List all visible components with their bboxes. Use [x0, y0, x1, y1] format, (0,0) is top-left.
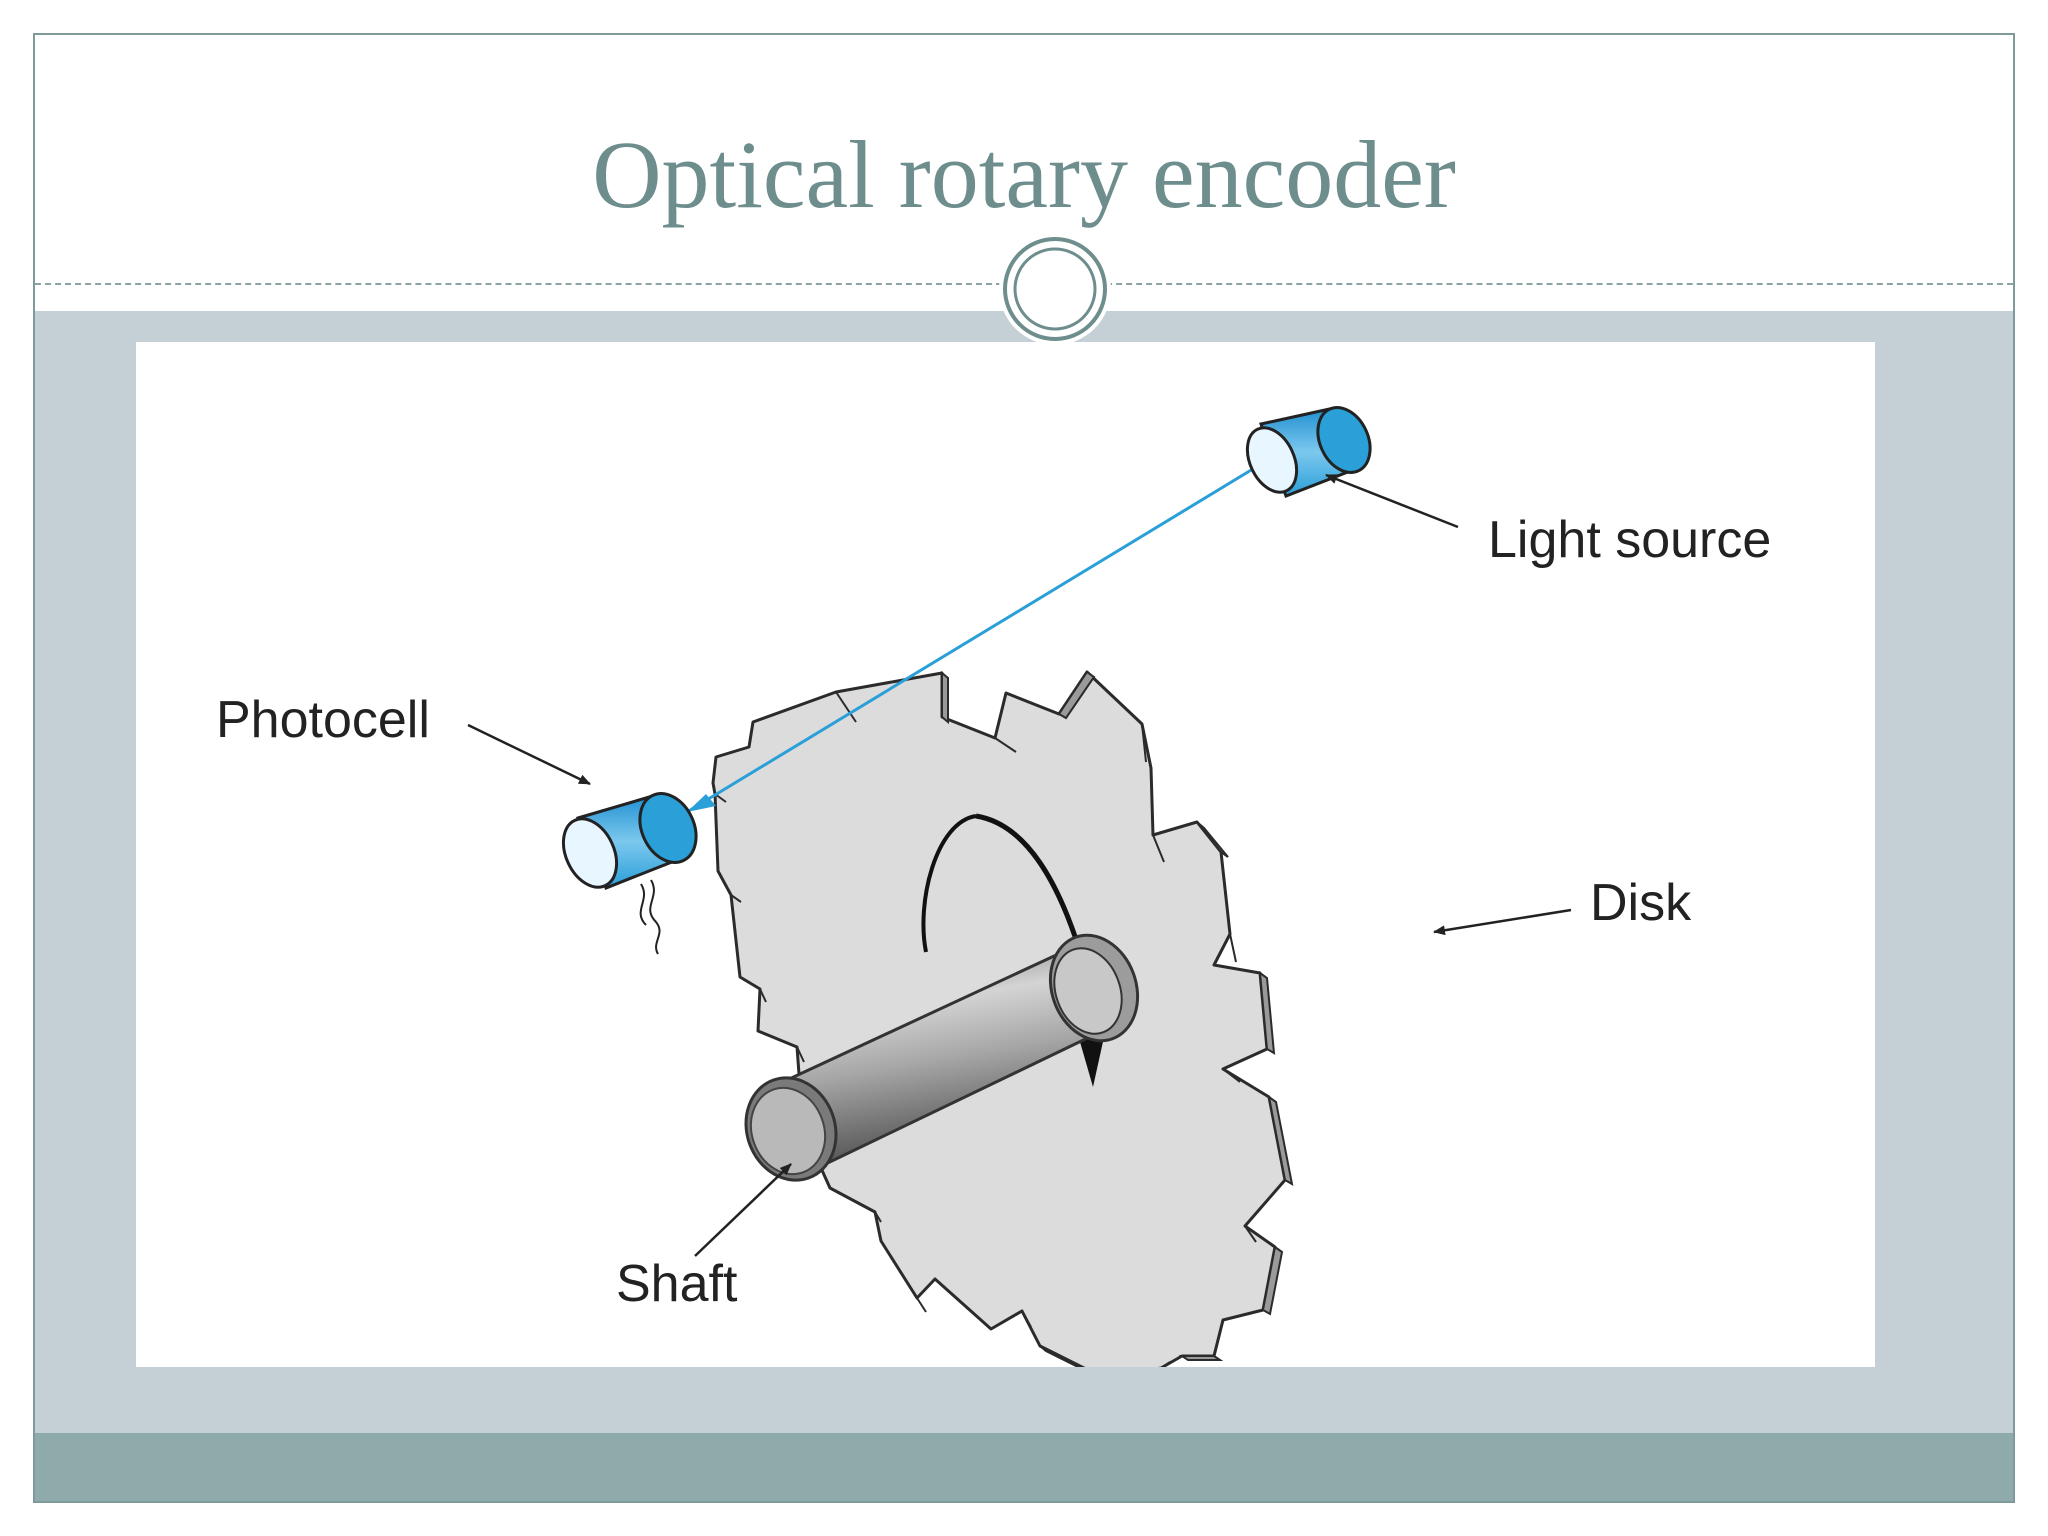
light-beam — [686, 456, 1272, 814]
light-source — [1245, 406, 1372, 498]
light-source-leader — [1325, 473, 1459, 529]
slide-title: Optical rotary encoder — [592, 121, 1456, 228]
rotation-arrowhead — [1076, 1028, 1106, 1087]
slide-frame: Optical rotary encoder — [33, 33, 2015, 1503]
shaft-label: Shaft — [616, 1255, 738, 1313]
photocell — [561, 792, 698, 955]
shaft-leader — [694, 1163, 792, 1257]
photocell-leader — [467, 723, 591, 786]
shaft — [744, 933, 1140, 1182]
light-source-label: Light source — [1488, 511, 1772, 569]
encoder-figure: Light source Photocell Disk Shaft — [136, 342, 1875, 1367]
encoder-diagram — [467, 406, 1572, 1367]
circle-ornament-icon — [999, 233, 1111, 345]
disk-label: Disk — [1590, 874, 1692, 932]
disk-leader — [1433, 908, 1572, 936]
footer-band — [35, 1433, 2013, 1501]
photocell-label: Photocell — [216, 691, 430, 749]
